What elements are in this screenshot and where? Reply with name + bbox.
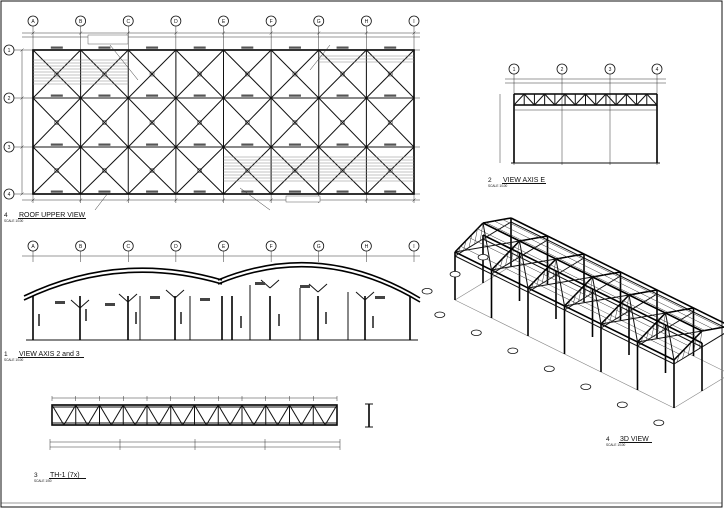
roof-grid-bubble-G-label: G (317, 19, 321, 25)
axis-e-grid-bubble-3-label: 3 (609, 67, 612, 73)
axis-e-view-scale: SCALE 1/100 (488, 184, 508, 188)
roof-view-title: ROOF UPPER VIEW (19, 212, 86, 219)
iso-axis-bubble-6 (653, 419, 665, 426)
iso-axis-bubble-2 (507, 347, 519, 354)
axis-2-3-grid-bubble-F-label: F (270, 244, 273, 250)
3d-view-number: 4 (606, 436, 610, 443)
iso-axis-bubble-0 (434, 311, 446, 318)
axis-2-3-grid-bubble-H-label: H (365, 244, 369, 250)
isometric-3d-view: 4 3D VIEW SCALE 1/100 (421, 217, 724, 447)
roof-grid-bubble-A-label: A (31, 19, 35, 25)
axis-2-3-view-scale: SCALE 1/100 (4, 358, 24, 362)
axis-2-3-grid-bubble-C-label: C (126, 244, 130, 250)
iso-axis-bubble-1 (470, 329, 482, 336)
roof-grid-letter-row: A B C D E F G H I (27, 15, 420, 27)
axis-e-grid-bubble-1-label: 1 (513, 67, 516, 73)
iso-axis-bubble-5 (616, 401, 628, 408)
axis-2-3-view-number: 1 (4, 351, 8, 358)
roof-grid-number-column: 1 2 3 4 (3, 44, 15, 200)
axis-e-view-title: VIEW AXIS E (503, 177, 545, 184)
3d-view-title-block: 4 3D VIEW SCALE 1/100 (606, 436, 652, 447)
iso-side-bubble-0 (421, 288, 433, 295)
roof-grid-bubble-B-label: B (79, 19, 83, 25)
roof-grid-bubble-4-label: 4 (8, 192, 11, 198)
3d-view-title: 3D VIEW (620, 436, 649, 443)
axis-e-grid-bubble-2-label: 2 (561, 67, 564, 73)
iso-axis-bubble-3 (543, 365, 555, 372)
roof-grid-bubble-D-label: D (174, 19, 178, 25)
axis-2-3-grid-bubble-D-label: D (174, 244, 178, 250)
roof-view-scale: SCALE 1/100 (4, 219, 24, 223)
axis-e-view-title-block: 2 VIEW AXIS E SCALE 1/100 (488, 177, 546, 188)
axis-2-3-grid-letter-row: A B C D E F G H I (27, 240, 420, 252)
roof-grid-bubble-H-label: H (365, 19, 369, 25)
roof-grid-bubble-1-label: 1 (8, 48, 11, 54)
truss-th1-detail: 3 TH-1 (7x) SCALE 1/50 (34, 396, 373, 483)
roof-grid-bubble-2-label: 2 (8, 96, 11, 102)
axis-2-3-view-title: VIEW AXIS 2 and 3 (19, 351, 80, 358)
truss-view-scale: SCALE 1/50 (34, 479, 52, 483)
axis-e-grid-number-row: 1 2 3 4 (508, 63, 663, 75)
axis-2-3-grid-bubble-B-label: B (79, 244, 83, 250)
roof-grid-bubble-I-label: I (413, 19, 414, 25)
axis-2-3-view-title-block: 1 VIEW AXIS 2 and 3 SCALE 1/100 (4, 351, 84, 362)
iso-axis-bubble-4 (580, 383, 592, 390)
axis-e-grid-bubble-4-label: 4 (656, 67, 659, 73)
truss-view-number: 3 (34, 472, 38, 479)
3d-view-scale: SCALE 1/100 (606, 443, 626, 447)
roof-grid-bubble-F-label: F (270, 19, 273, 25)
axis-e-view-number: 2 (488, 177, 492, 184)
roof-view-number: 4 (4, 212, 8, 219)
roof-view-title-block: 4 ROOF UPPER VIEW SCALE 1/100 (4, 212, 86, 223)
roof-grid-bubble-3-label: 3 (8, 145, 11, 151)
truss-view-title-block: 3 TH-1 (7x) SCALE 1/50 (34, 472, 86, 483)
roof-grid-bubble-C-label: C (126, 19, 130, 25)
iso-side-bubble-2 (477, 254, 489, 261)
roof-upper-view: A B C D E F G H I 1 2 3 4 4 ROOF UPPER VIEW SCALE 1… (3, 15, 420, 223)
axis-2-3-grid-bubble-A-label: A (31, 244, 35, 250)
axis-2-3-grid-bubble-I-label: I (413, 244, 414, 250)
axis-e-elevation: 1 2 3 4 2 VIEW AXIS E SCALE 1/100 (488, 63, 666, 188)
truss-view-title: TH-1 (7x) (50, 472, 80, 479)
iso-side-bubble-1 (449, 271, 461, 278)
axis-2-3-elevation: A B C D E F G H I 1 VIEW AXIS 2 and 3 SCALE 1/10… (4, 240, 421, 362)
axis-2-3-grid-bubble-E-label: E (222, 244, 226, 250)
axis-2-3-grid-bubble-G-label: G (317, 244, 321, 250)
roof-grid-bubble-E-label: E (222, 19, 226, 25)
